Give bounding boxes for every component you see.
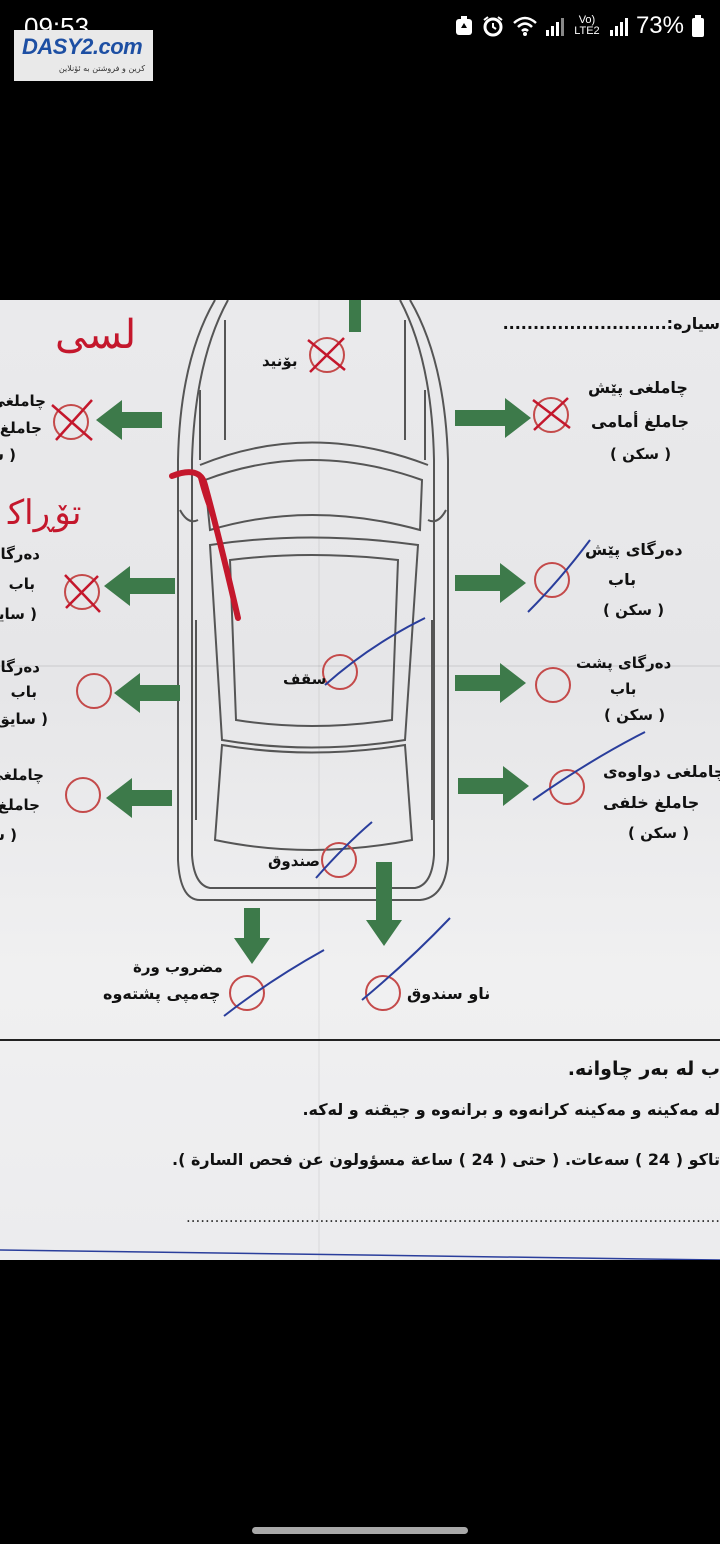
car-outline (177, 300, 449, 901)
status-icons: Vo) LTE2 73% (454, 12, 704, 40)
label-rear-door-1: دەرگای پشت (576, 654, 672, 672)
signal-icon (545, 16, 564, 36)
label-left-front-door-2: باب (8, 575, 35, 593)
paper-fold (0, 665, 720, 667)
label-left-rear-bumper-2: جاملغ (0, 796, 40, 814)
photo-inspection-form: ﻟﺴﯽ ﺗﯚڕاﮐ سیارە:........................… (0, 300, 720, 1260)
arrows-left (96, 400, 180, 818)
check-circles (53, 337, 585, 1011)
arrows-down (234, 300, 402, 964)
red-crosses (51, 337, 571, 613)
note-line-3: تاکو ( 24 ) سەعات. ( حتی ( 24 ) ساعة مسؤ… (171, 1150, 720, 1169)
watermark-logo: DASY2.com کرین و فروشتن بە ئۆنلاین (14, 30, 153, 81)
label-front-bumper-3: ( سکن ) (610, 445, 672, 463)
label-left-bumper-3: ( س (0, 446, 16, 464)
label-left-rear-bumper-3: ( سـ (0, 826, 17, 844)
paper-fold-vertical (318, 300, 320, 1260)
note-line-2: لە مەکینە و مەکینە کرانەوە و برانەوە و ج… (302, 1100, 720, 1119)
label-rear-bumper-2: جاملغ خلفی (603, 793, 700, 812)
label-rear-bumper-3: ( سکن ) (628, 824, 690, 842)
label-rear-door-3: ( سکن ) (604, 706, 666, 724)
note-line-1: ب لە بەر چاوانە. (567, 1058, 720, 1080)
watermark-subtitle: کرین و فروشتن بە ئۆنلاین (58, 64, 145, 73)
home-indicator[interactable] (252, 1527, 468, 1534)
label-front-door-3: ( سکن ) (603, 601, 665, 619)
label-rear-bumper-1: چاملغی دواوەی (603, 762, 720, 781)
label-left-rear-door-3: ( سایق ) (0, 710, 48, 728)
label-inside-trunk: ناو سندوق (407, 984, 491, 1003)
wifi-icon (512, 15, 538, 37)
blue-pen-strokes (223, 539, 646, 1017)
label-front-bumper-1: چاملغی پێش (588, 378, 688, 397)
label-left-front-door-1: دەرگای (0, 545, 40, 563)
network-label: Vo) LTE2 (574, 14, 600, 37)
label-front-door-2: باب (608, 570, 637, 589)
signal-icon-2 (609, 16, 628, 36)
handwritten-top: ﻟﺴﯽ (55, 312, 137, 358)
red-pen-mark (169, 469, 241, 621)
battery-percent: 73% (635, 12, 684, 39)
label-rear-panel-2: چەمپی پشتەوە (103, 984, 221, 1003)
watermark-brand: DASY2.com (22, 34, 143, 59)
alarm-icon (482, 15, 504, 37)
label-left-bumper-2: جاملغ (0, 419, 42, 437)
label-left-rear-door-1: دەرگای پشـ (0, 658, 40, 676)
label-left-bumper-1: چاملغی (0, 392, 46, 410)
label-trunk: صندوق (268, 852, 321, 870)
label-left-rear-door-2: باب (10, 683, 37, 701)
handwritten-middle: ﺗﯚڕاﮐ (8, 493, 82, 533)
label-bonnet: بۆنید (262, 352, 298, 370)
status-bar: 09:53 Vo) LTE2 73% (0, 0, 720, 56)
battery-icon (692, 15, 704, 37)
arrows-right (455, 398, 531, 806)
label-left-rear-bumper-1: چاملغی (0, 766, 44, 784)
label-roof: سقف (283, 670, 327, 688)
car-diagram (0, 300, 720, 1260)
note-dots: ........................................… (185, 1208, 720, 1226)
label-rear-panel-1: مضروب ورة (133, 958, 223, 976)
recycle-icon (454, 15, 474, 37)
header-field: سیارە:........................... (502, 314, 720, 333)
label-front-door-1: دەرگای پێش (585, 540, 683, 559)
label-left-front-door-3: ( سایق (0, 605, 37, 623)
label-rear-door-2: باب (610, 680, 637, 698)
label-front-bumper-2: جاملغ أمامی (591, 412, 689, 431)
